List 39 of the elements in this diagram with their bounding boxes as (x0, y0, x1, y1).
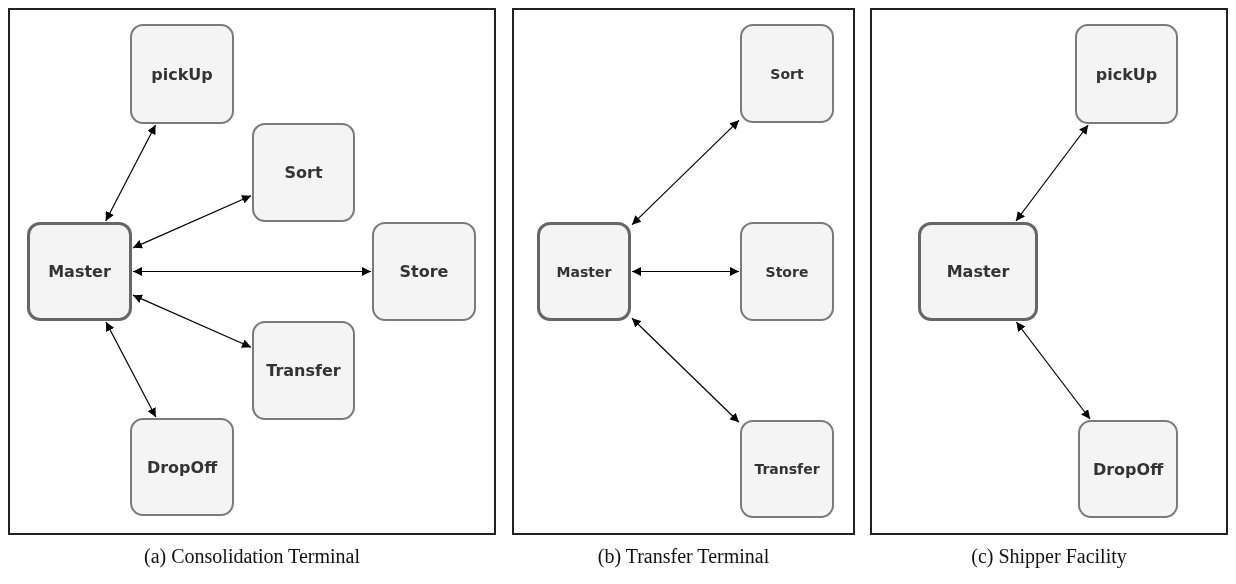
double-arrow (105, 124, 157, 222)
double-arrow (1015, 124, 1089, 222)
box-label: Transfer (266, 361, 341, 380)
box-label: pickUp (1095, 64, 1158, 84)
process-box (740, 420, 834, 518)
box-label: Store (765, 263, 809, 280)
box-label: Sort (284, 163, 323, 182)
process-box (1078, 420, 1178, 518)
double-arrow (105, 321, 157, 418)
process-box (252, 321, 355, 420)
double-arrow (631, 267, 740, 276)
box-label: DropOff (1092, 459, 1164, 479)
double-arrow (132, 267, 372, 276)
double-arrow (132, 195, 252, 249)
box-label: pickUp (151, 64, 213, 84)
box-label: Sort (770, 65, 804, 82)
process-box (252, 123, 355, 222)
double-arrow (631, 317, 740, 423)
box-label: Master (556, 263, 612, 280)
box-label: Transfer (754, 461, 820, 477)
process-box (130, 418, 234, 516)
double-arrow (132, 294, 252, 348)
process-box (537, 222, 631, 321)
process-box (130, 24, 234, 124)
box-label: DropOff (146, 457, 218, 477)
box-label: Store (399, 262, 449, 281)
panel-caption: (a) Consolidation Terminal (144, 545, 360, 568)
process-box (918, 222, 1038, 321)
process-box (372, 222, 476, 321)
box-label: Master (946, 262, 1010, 281)
box-label: Master (48, 262, 111, 281)
process-box (740, 222, 834, 321)
double-arrow (631, 119, 740, 226)
process-box (740, 24, 834, 123)
panel-caption: (c) Shipper Facility (971, 545, 1127, 568)
process-box (1075, 24, 1178, 124)
process-box (27, 222, 132, 321)
panel-caption: (b) Transfer Terminal (597, 545, 770, 568)
double-arrow (1015, 321, 1091, 420)
